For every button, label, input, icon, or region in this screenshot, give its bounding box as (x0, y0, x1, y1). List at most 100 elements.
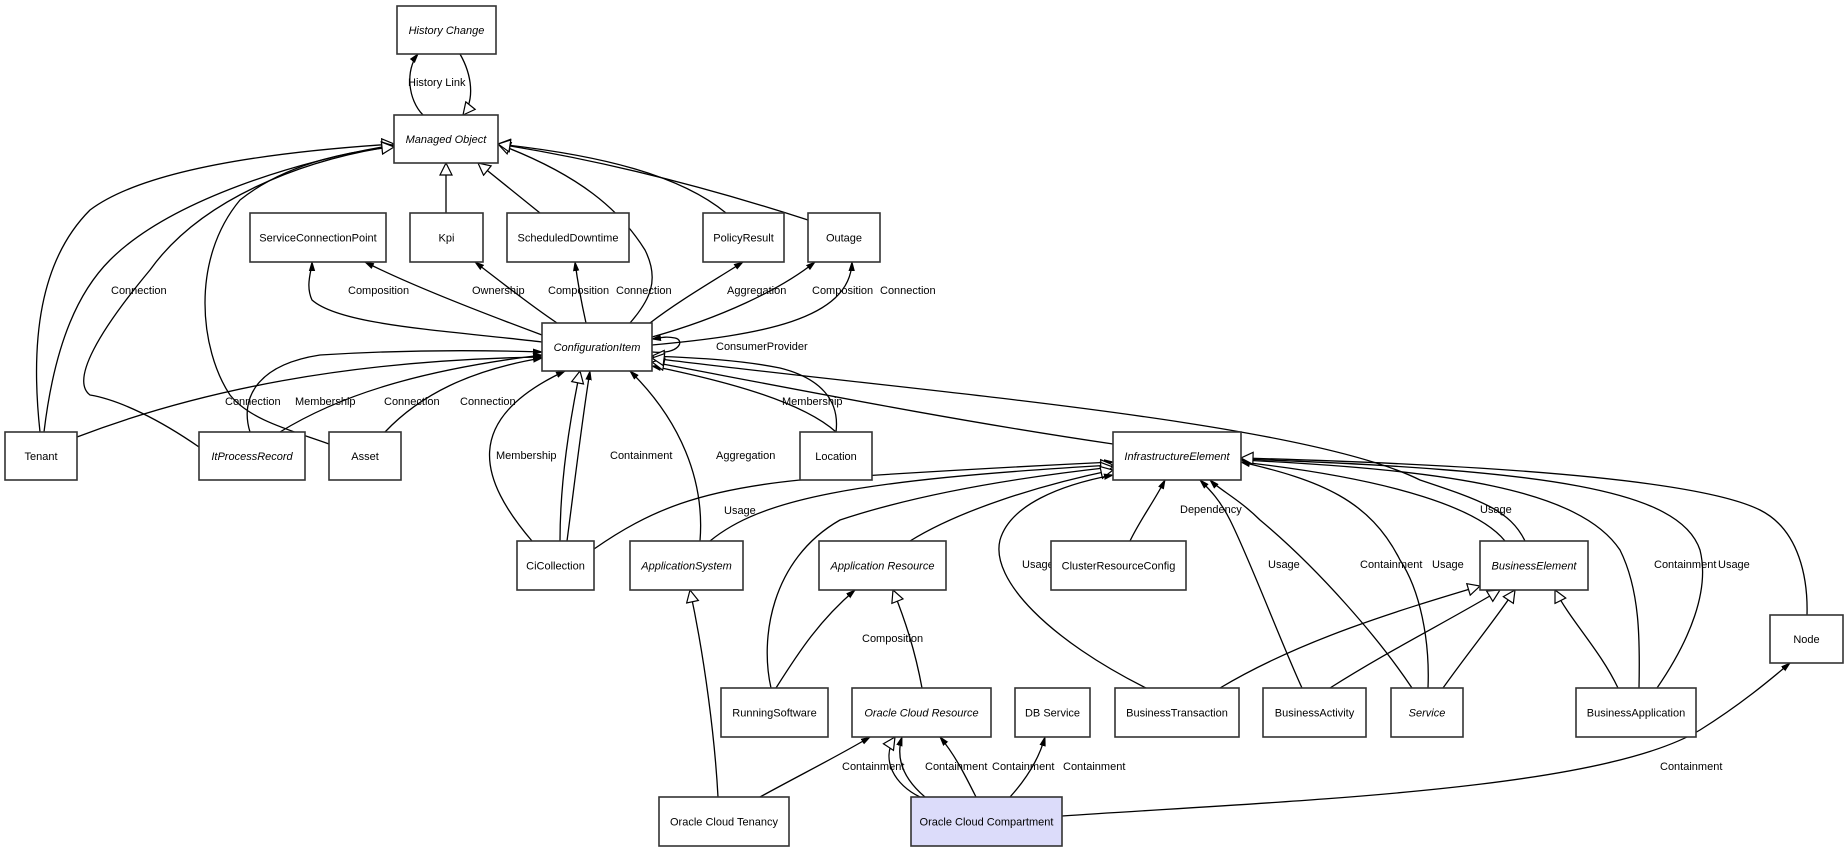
class-node-oracle-cloud-compartment[interactable]: Oracle Cloud Compartment (910, 796, 1063, 847)
class-box[interactable] (629, 540, 744, 591)
edges-layer (35, 54, 1808, 817)
class-name: Service (1409, 708, 1446, 720)
class-node-kpi[interactable]: Kpi (409, 212, 484, 263)
class-node-business-element[interactable]: BusinessElement (1479, 540, 1589, 591)
edge-label: Usage (1718, 559, 1750, 571)
class-box[interactable] (658, 796, 790, 847)
class-box[interactable] (1112, 431, 1242, 481)
hollow-arrow-connector (652, 362, 1114, 445)
class-node-service-connection-point[interactable]: ServiceConnectionPoint (249, 212, 387, 263)
edge-label: History Link (408, 77, 466, 89)
class-node-location[interactable]: Location (799, 431, 873, 481)
class-box[interactable] (1479, 540, 1589, 591)
class-node-history-change[interactable]: History Change (396, 5, 497, 55)
class-box[interactable] (1390, 687, 1464, 738)
class-node-infrastructure-element[interactable]: InfrastructureElement (1112, 431, 1242, 481)
association-edge-oracle_cloud_compartment-to-db_service (1009, 737, 1045, 798)
class-node-asset[interactable]: Asset (328, 431, 402, 481)
edge-label: Dependency (1180, 504, 1242, 516)
class-node-scheduled-downtime[interactable]: ScheduledDowntime (506, 212, 630, 263)
class-node-it-process-record[interactable]: ItProcessRecord (198, 431, 306, 481)
hollow-arrow-connector (889, 737, 921, 798)
association-edge-service-to-infrastructure_element (1241, 462, 1429, 689)
class-box[interactable] (702, 212, 785, 263)
class-node-db-service[interactable]: DB Service (1014, 687, 1091, 738)
class-box[interactable] (720, 687, 829, 738)
class-box[interactable] (1050, 540, 1187, 591)
class-node-business-activity[interactable]: BusinessActivity (1262, 687, 1367, 738)
association-edge-cluster_resource_config-to-infrastructure_element (1129, 480, 1165, 542)
association-edge-business_application-to-infrastructure_element (1241, 460, 1640, 689)
class-node-application-resource[interactable]: Application Resource (818, 540, 947, 591)
class-node-business-application[interactable]: BusinessApplication (1575, 687, 1697, 738)
class-box[interactable] (1014, 687, 1091, 738)
edge-label: Ownership (472, 285, 525, 297)
edge-label: Usage (1022, 559, 1054, 571)
class-node-cluster-resource-config[interactable]: ClusterResourceConfig (1050, 540, 1187, 591)
hollow-arrow-connector (498, 144, 727, 214)
hollow-arrow-connector (1329, 590, 1500, 689)
class-name: ApplicationSystem (640, 561, 732, 573)
class-box[interactable] (396, 5, 497, 55)
class-box[interactable] (1114, 687, 1240, 738)
class-node-business-transaction[interactable]: BusinessTransaction (1114, 687, 1240, 738)
class-node-tenant[interactable]: Tenant (4, 431, 78, 481)
filled-arrow-connector (1129, 480, 1165, 542)
edge-label: Usage (1480, 504, 1512, 516)
class-box[interactable] (1262, 687, 1367, 738)
association-edge-ci_collection-to-configuration_item (488, 371, 565, 542)
class-box[interactable] (818, 540, 947, 591)
class-node-oracle-cloud-resource[interactable]: Oracle Cloud Resource (851, 687, 992, 738)
class-box[interactable] (541, 322, 653, 372)
class-node-service[interactable]: Service (1390, 687, 1464, 738)
class-node-outage[interactable]: Outage (807, 212, 881, 263)
association-edge-oracle_cloud_compartment-to-node (1061, 663, 1790, 817)
class-box[interactable] (1575, 687, 1697, 738)
edge-label: Usage (1432, 559, 1464, 571)
edge-label: Containment (610, 450, 672, 462)
generalization-edge-running_software-to-infrastructure_element (766, 467, 1113, 689)
class-node-running-software[interactable]: RunningSoftware (720, 687, 829, 738)
class-name: Tenant (24, 451, 57, 463)
class-node-configuration-item[interactable]: ConfigurationItem (541, 322, 653, 372)
edge-label: Composition (548, 285, 609, 297)
class-box[interactable] (393, 114, 499, 164)
class-node-application-system[interactable]: ApplicationSystem (629, 540, 744, 591)
class-box[interactable] (409, 212, 484, 263)
class-node-node[interactable]: Node (1769, 614, 1844, 664)
class-node-managed-object[interactable]: Managed Object (393, 114, 499, 164)
class-box[interactable] (851, 687, 992, 738)
association-edge-service-to-infrastructure_element (1210, 480, 1413, 689)
generalization-edge-node-to-infrastructure_element (1241, 458, 1808, 616)
edge-label: Connection (460, 396, 516, 408)
class-node-ci-collection[interactable]: CiCollection (516, 540, 595, 591)
class-box[interactable] (249, 212, 387, 263)
class-box[interactable] (910, 796, 1063, 847)
class-box[interactable] (807, 212, 881, 263)
class-box[interactable] (516, 540, 595, 591)
edge-label: Connection (384, 396, 440, 408)
association-edge-oracle_cloud_tenancy-to-oracle_cloud_resource (759, 737, 870, 798)
generalization-edge-scheduled_downtime-to-managed_object (478, 163, 541, 214)
filled-arrow-connector (649, 262, 743, 324)
filled-arrow-connector (651, 262, 852, 346)
class-box[interactable] (799, 431, 873, 481)
association-edge-business_transaction-to-infrastructure_element (998, 475, 1147, 689)
hollow-arrow-connector (1241, 458, 1808, 616)
filled-arrow-connector (759, 737, 870, 798)
class-node-policy-result[interactable]: PolicyResult (702, 212, 785, 263)
hollow-arrow-connector (652, 358, 1526, 542)
class-node-oracle-cloud-tenancy[interactable]: Oracle Cloud Tenancy (658, 796, 790, 847)
class-box[interactable] (1769, 614, 1844, 664)
class-box[interactable] (198, 431, 306, 481)
class-box[interactable] (506, 212, 630, 263)
class-name: Location (815, 451, 857, 463)
association-edge-business_element-to-infrastructure_element (1241, 462, 1506, 542)
generalization-edge-tenant-to-managed_object (35, 144, 394, 433)
association-edge-configuration_item-to-configuration_item (652, 337, 681, 353)
class-box[interactable] (328, 431, 402, 481)
generalization-edge-business_element-to-configuration_item (652, 358, 1526, 542)
class-name: History Change (409, 25, 485, 37)
class-box[interactable] (4, 431, 78, 481)
